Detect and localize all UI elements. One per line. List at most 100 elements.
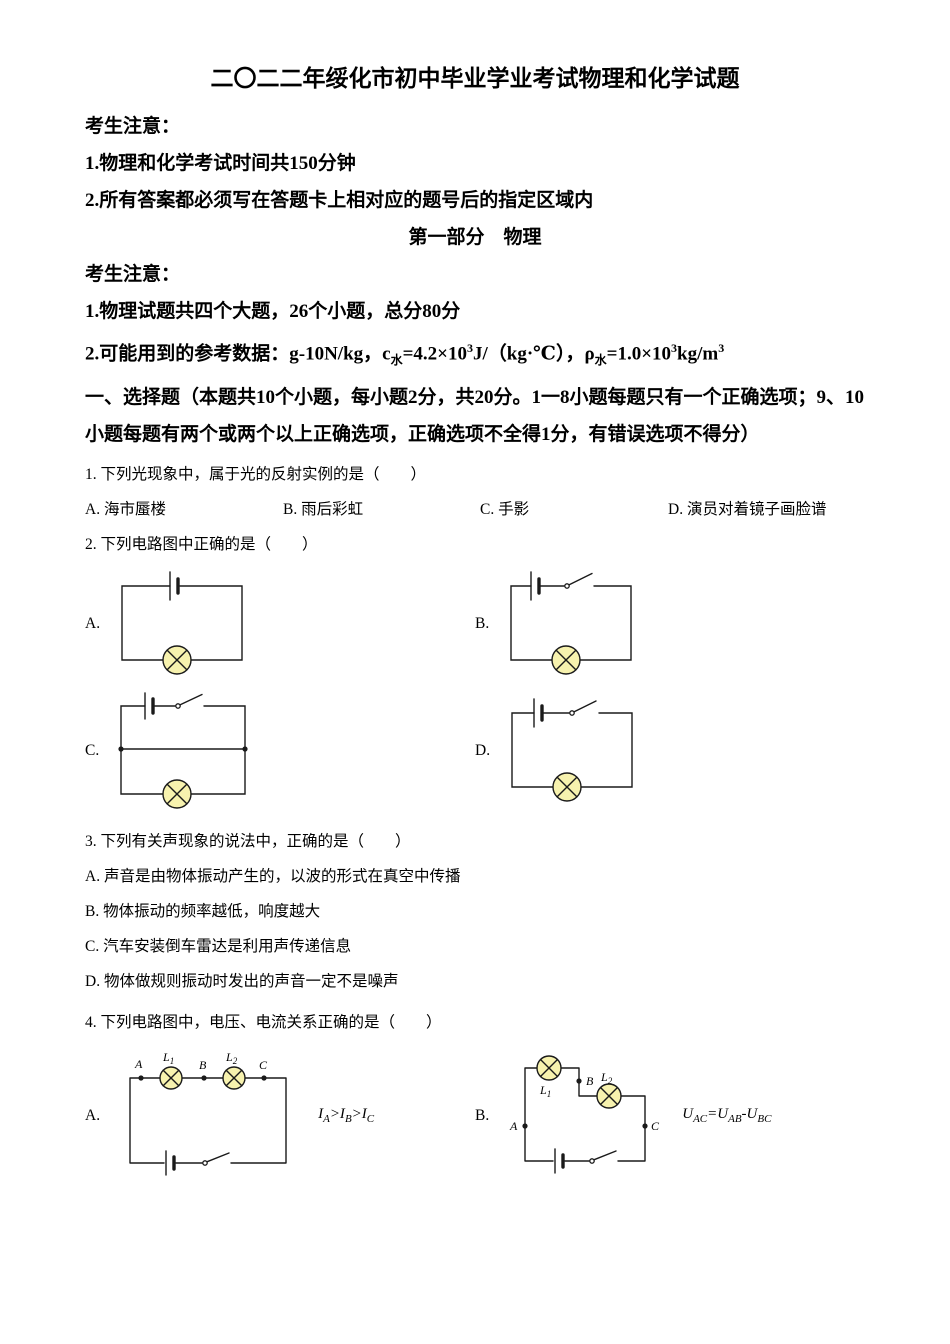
lamp-icon (536, 1055, 562, 1081)
wire (510, 585, 632, 661)
q4-stem: 4. 下列电路图中，电压、电流关系正确的是（ ） (85, 1014, 442, 1032)
text-fragment: =4.2×10 (402, 343, 467, 365)
q3-option-d: D. 物体做规则振动时发出的声音一定不是噪声 (85, 973, 399, 991)
junction-dot (118, 746, 124, 752)
wire (129, 1077, 287, 1164)
section1-heading: 一、选择题（本题共10个小题，每小题2分，共20分。1一8小题每题只有一个正确选… (85, 387, 865, 446)
circuit-diagram-q2a (121, 571, 243, 675)
q4-circuit-a: A. (85, 1048, 475, 1183)
notice1-heading: 考生注意： (85, 116, 181, 137)
formula-text: U (682, 1106, 694, 1123)
lamp1-label: L1 (162, 1050, 174, 1066)
q2-circuit-d: D. (475, 692, 865, 810)
q3-option-a: A. 声音是由物体振动产生的，以波的形式在真空中传播 (85, 868, 461, 886)
superscript-3-3: 3 (718, 341, 725, 355)
text-fragment: J/（kg·℃），ρ (473, 343, 595, 365)
q4-label-b: B. (475, 1106, 490, 1124)
switch-icon (589, 1150, 617, 1164)
lamp1-label: L1 (539, 1083, 551, 1099)
battery-icon (144, 692, 155, 720)
circuit-diagram-q4a: A L1 B L2 C (129, 1050, 287, 1176)
lamp2-label: L2 (600, 1070, 613, 1086)
lamp-icon (159, 1066, 183, 1090)
notice2-item-1: 1.物理试题共四个大题，26个小题，总分80分 (85, 301, 461, 322)
notice2-heading: 考生注意： (85, 264, 181, 285)
q2-circuit-b: B. (475, 568, 865, 680)
lamp-icon (552, 772, 582, 802)
superscript-3-1: 3 (467, 341, 473, 355)
notice1-item-2: 2.所有答案都必须写在答题卡上相对应的题号后的指定区域内 (85, 190, 594, 211)
q4-formula-a: IA>IB>IC (318, 1106, 374, 1125)
q1-option-a: A. 海市蜃楼 (85, 501, 166, 519)
circuit-diagram-q4b: L1 B L2 A C (509, 1055, 660, 1174)
subscript-water-2: 水 (594, 353, 607, 368)
q1-options: A. 海市蜃楼 B. 雨后彩虹 C. 手影 D. 演员对着镜子画脸谱 (85, 492, 865, 527)
wire (121, 585, 243, 661)
point-label-c: C (259, 1058, 268, 1072)
q2-circuits: A. B. (85, 568, 865, 810)
q2-stem: 2. 下列电路图中正确的是（ ） (85, 536, 318, 554)
q3-option-c: C. 汽车安装倒车雷达是利用声传递信息 (85, 938, 352, 956)
q3-stem: 3. 下列有关声现象的说法中，正确的是（ ） (85, 833, 411, 851)
point-label-c: C (651, 1119, 660, 1133)
formula-sub: AB (728, 1113, 742, 1126)
q2-label-a: A. (85, 615, 101, 633)
q3-option-b: B. 物体振动的频率越低，响度越大 (85, 903, 321, 921)
formula-text: I (318, 1106, 324, 1123)
q1-option-b: B. 雨后彩虹 (283, 501, 364, 519)
q2-label-d: D. (475, 742, 491, 760)
battery-icon (169, 571, 180, 601)
lamp-icon (222, 1066, 246, 1090)
formula-text: =U (707, 1106, 729, 1123)
circuit-diagram-q2d (511, 698, 633, 802)
lamp-icon (551, 645, 581, 675)
page-title: 二〇二二年绥化市初中毕业学业考试物理和化学试题 (210, 66, 740, 91)
point-label-a: A (509, 1119, 518, 1133)
formula-sub: B (344, 1113, 352, 1126)
q4-formula-b: UAC=UAB-UBC (682, 1106, 771, 1125)
part1-heading: 第一部分 物理 (408, 227, 542, 248)
switch-icon (175, 693, 203, 709)
battery-icon (554, 1148, 565, 1174)
formula-text: -U (741, 1106, 758, 1123)
notice1-item-1: 1.物理和化学考试时间共150分钟 (85, 153, 356, 174)
q1-option-c: C. 手影 (480, 501, 530, 519)
text-fragment: =1.0×10 (606, 343, 672, 365)
switch-icon (202, 1152, 230, 1166)
battery-icon (165, 1150, 176, 1176)
formula-sub: A (323, 1113, 330, 1126)
formula-sub: AC (693, 1113, 708, 1126)
lamp2-label: L2 (225, 1050, 238, 1066)
q1-stem: 1. 下列光现象中，属于光的反射实例的是（ ） (85, 466, 427, 484)
text-fragment: kg/m (677, 343, 719, 365)
switch-icon (569, 700, 597, 716)
formula-text: >I (351, 1106, 367, 1123)
junction-dot-a (138, 1075, 144, 1081)
formula-sub: BC (757, 1113, 772, 1126)
junction-dot-b (201, 1075, 207, 1081)
point-label-a: A (134, 1057, 143, 1071)
battery-icon (530, 571, 541, 601)
circuit-diagram-q2b (510, 571, 632, 675)
q1-option-d: D. 演员对着镜子画脸谱 (668, 501, 827, 519)
lamp-icon (162, 645, 192, 675)
point-label-b: B (586, 1074, 594, 1088)
superscript-3-2: 3 (671, 341, 678, 355)
q2-circuit-c: C. (85, 692, 475, 810)
reference-data-line: 2.可能用到的参考数据：g-10N/kg，c水=4.2×103J/（kg·℃），… (85, 330, 865, 379)
lamp-icon (162, 779, 192, 809)
wire (511, 712, 633, 788)
wire (524, 1067, 646, 1162)
junction-dot (242, 746, 248, 752)
q2-label-b: B. (475, 615, 490, 633)
junction-dot-b (576, 1078, 582, 1084)
junction-dot-a (522, 1123, 528, 1129)
circuit-diagram-q2c (118, 692, 248, 809)
junction-dot-c (261, 1075, 267, 1081)
text-fragment: 2.可能用到的参考数据：g-10N/kg，c (85, 343, 391, 365)
formula-text: >I (329, 1106, 345, 1123)
battery-icon (533, 698, 544, 728)
switch-icon (564, 572, 593, 589)
junction-dot-c (642, 1123, 648, 1129)
